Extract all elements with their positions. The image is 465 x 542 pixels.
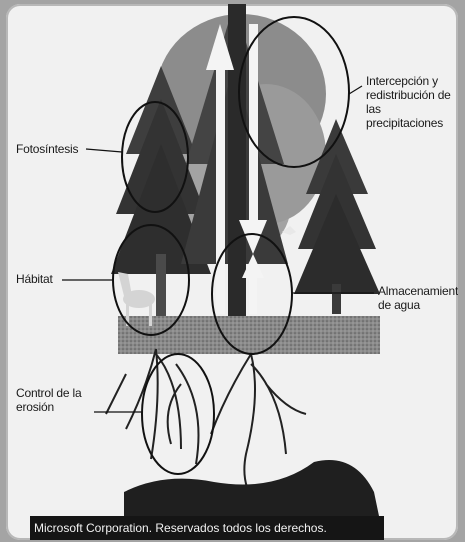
photosynthesis-leader <box>86 149 122 152</box>
diagram-panel: Intercepción y redistribución de las pre… <box>6 4 458 540</box>
interception-label: Intercepción y redistribución de las pre… <box>366 74 458 130</box>
interception-leader <box>349 86 362 94</box>
storage-label: Almacenamiento de agua <box>378 284 458 312</box>
erosion-label: Control de la erosión <box>16 386 96 414</box>
photosynthesis-label: Fotosíntesis <box>16 142 90 156</box>
habitat-label: Hábitat <box>16 272 64 286</box>
copyright-caption: Microsoft Corporation. Reservados todos … <box>30 516 384 540</box>
